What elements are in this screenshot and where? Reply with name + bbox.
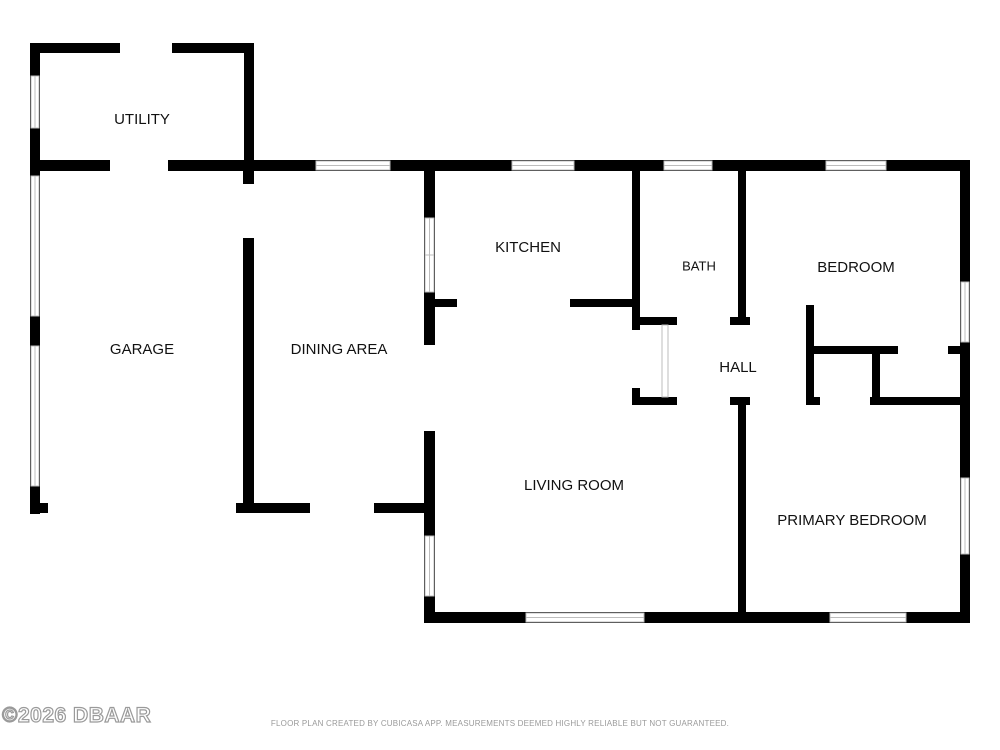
primary-right-window bbox=[960, 477, 970, 555]
main-bottom-wall bbox=[424, 612, 970, 623]
living-room-label: LIVING ROOM bbox=[524, 477, 624, 494]
footer-disclaimer: FLOOR PLAN CREATED BY CUBICASA APP. MEAS… bbox=[270, 719, 730, 728]
copyright-watermark: ©2026 DBAAR bbox=[1, 703, 152, 727]
bath-hall-wall-mid bbox=[730, 317, 750, 325]
door-openings bbox=[48, 43, 948, 513]
utility-left-window bbox=[30, 75, 40, 129]
living-primary-divider-wall bbox=[738, 405, 746, 612]
primary-bedroom-label: PRIMARY BEDROOM bbox=[777, 512, 926, 529]
dining-top-window bbox=[315, 160, 391, 171]
main-top-wall bbox=[30, 160, 970, 171]
bedroom-top-window bbox=[825, 160, 887, 171]
kitchen-top-window bbox=[511, 160, 575, 171]
bath-door-opening bbox=[677, 317, 730, 325]
bath-side-opening bbox=[632, 330, 640, 388]
hall-bedroom-opening bbox=[750, 317, 806, 325]
kitchen-bath-wall bbox=[632, 171, 640, 405]
living-bottom-window bbox=[525, 612, 645, 623]
kitchen-left-window bbox=[424, 217, 435, 293]
bath-label: BATH bbox=[682, 258, 716, 273]
garage-left-window-lower bbox=[30, 345, 40, 487]
bedroom-right-window bbox=[960, 281, 970, 343]
garage-label: GARAGE bbox=[110, 341, 174, 358]
windows bbox=[30, 75, 970, 623]
bath-bedroom-wall bbox=[738, 171, 746, 325]
closet-door-opening bbox=[820, 397, 870, 405]
bath-top-window bbox=[663, 160, 713, 171]
utility-garage-door-opening bbox=[110, 160, 168, 171]
bedroom-closet-opening bbox=[898, 346, 948, 354]
dining-living-opening bbox=[424, 345, 435, 431]
living-left-window bbox=[424, 535, 435, 597]
closet-top-wall bbox=[814, 346, 898, 354]
hall-left-window bbox=[661, 324, 669, 398]
hall-right-wall bbox=[806, 305, 814, 405]
bedroom-closet-wall bbox=[948, 346, 960, 354]
closet-divider-wall bbox=[872, 346, 880, 405]
kitchen-label: KITCHEN bbox=[495, 239, 561, 256]
garage-door-opening bbox=[48, 503, 236, 513]
primary-bottom-window bbox=[829, 612, 907, 623]
garage-dining-door-opening bbox=[243, 184, 254, 238]
dining-exterior-door-opening bbox=[310, 503, 374, 513]
bath-hall-wall-left bbox=[632, 317, 677, 325]
utility-top-door-opening bbox=[120, 43, 172, 53]
kitchen-living-opening bbox=[457, 299, 570, 307]
hall-label: HALL bbox=[719, 359, 757, 376]
utility-label: UTILITY bbox=[114, 111, 170, 128]
room-labels: UTILITY GARAGE DINING AREA KITCHEN BATH … bbox=[110, 111, 927, 529]
garage-left-window-upper bbox=[30, 175, 40, 317]
dining-area-label: DINING AREA bbox=[291, 341, 388, 358]
walls bbox=[30, 43, 970, 623]
garage-dining-divider-wall bbox=[243, 171, 254, 513]
hall-primary-opening bbox=[750, 397, 806, 405]
bedroom-label: BEDROOM bbox=[817, 259, 895, 276]
hall-living-opening bbox=[677, 397, 730, 405]
main-right-wall bbox=[960, 160, 970, 623]
utility-right-wall bbox=[244, 43, 254, 171]
